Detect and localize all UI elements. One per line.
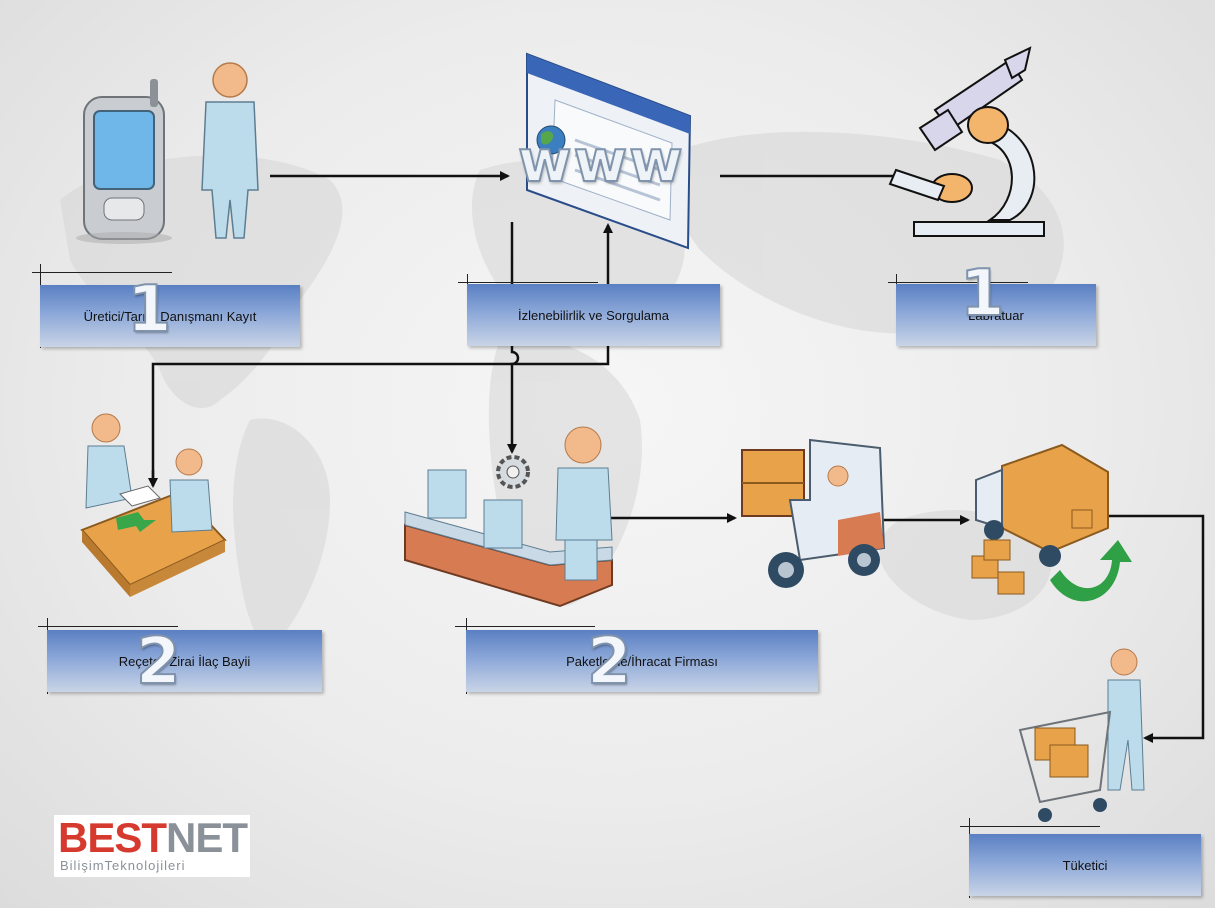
bracket-top [455, 626, 595, 627]
label-consumer-text: Tüketici [1062, 857, 1108, 873]
bracket-top [888, 282, 1028, 283]
label-trace: İzlenebilirlik ve Sorgulama [467, 284, 720, 346]
logo-wordmark: BESTNET [58, 814, 248, 861]
step-number-lab: 1 [959, 257, 1006, 331]
label-consumer: Tüketici [969, 834, 1201, 896]
logo-subtitle: BilişimTeknolojileri [60, 858, 186, 873]
label-trace-text: İzlenebilirlik ve Sorgulama [517, 307, 669, 323]
step-number-dealer: 2 [135, 625, 182, 699]
label-lab-text: Labratuar [968, 307, 1024, 323]
arrow-truck-to-consumer [1108, 514, 1205, 743]
label-packer: Paketleme/İhracat Firması [466, 630, 818, 692]
bestnet-logo: BESTNET BilişimTeknolojileri [54, 815, 250, 877]
label-register: Üretici/Tarım Danışmanı Kayıt [40, 285, 300, 347]
www-label: www [517, 127, 685, 195]
label-packer-text: Paketleme/İhracat Firması [566, 653, 718, 669]
label-dealer-text: Reçeteli Zirai İlaç Bayii [118, 653, 251, 669]
step-number-register: 1 [126, 273, 173, 347]
label-register-text: Üretici/Tarım Danışmanı Kayıt [83, 308, 257, 324]
label-dealer: Reçeteli Zirai İlaç Bayii [47, 630, 322, 692]
logo-brand-a: BEST [58, 814, 167, 861]
step-number-packer: 2 [586, 625, 633, 699]
bracket-top [458, 282, 598, 283]
logo-brand-b: NET [166, 814, 248, 861]
label-lab: Labratuar [896, 284, 1096, 346]
bracket-top [32, 272, 172, 273]
bracket-top [960, 826, 1100, 827]
bracket-top [38, 626, 178, 627]
